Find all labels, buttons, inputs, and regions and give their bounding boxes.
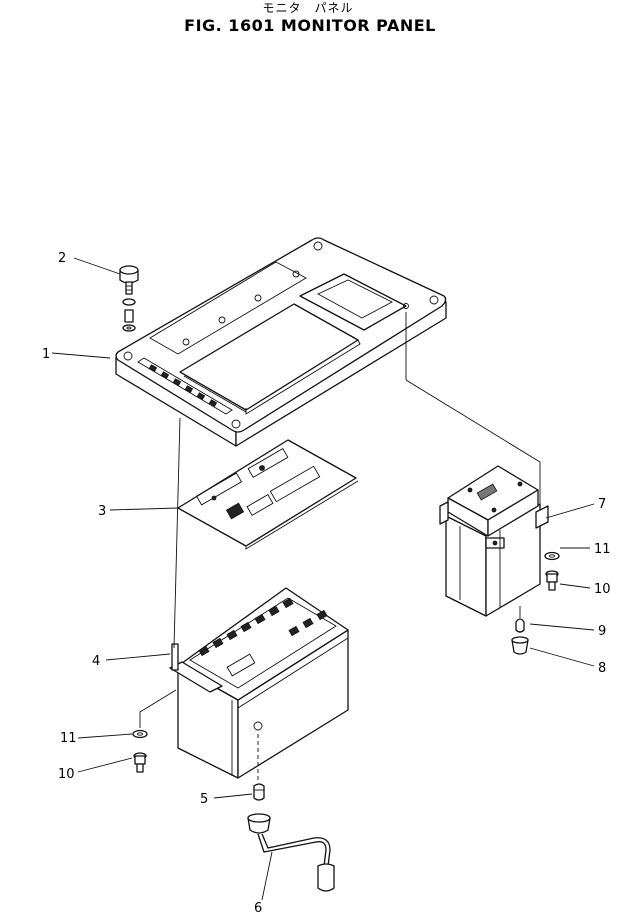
callout-2: 2 bbox=[58, 251, 66, 266]
assembly-guide-lines bbox=[139, 303, 541, 782]
part-7-controller bbox=[439, 465, 549, 617]
figure-title: FIG. 1601 MONITOR PANEL bbox=[184, 16, 436, 35]
part-1-panel-cover bbox=[115, 237, 447, 447]
part-4-monitor-box bbox=[169, 587, 349, 779]
callout-8: 8 bbox=[598, 661, 606, 676]
callout-3: 3 bbox=[98, 504, 106, 519]
part-10-bolt-right bbox=[545, 570, 559, 591]
part-3-sheet bbox=[177, 439, 359, 550]
callout-11-left: 11 bbox=[60, 731, 77, 746]
callout-9: 9 bbox=[598, 624, 606, 639]
callout-5: 5 bbox=[200, 792, 208, 807]
callout-leaders bbox=[51, 257, 595, 901]
part-8-socket bbox=[511, 636, 529, 655]
title-japanese: モニタ パネル bbox=[262, 1, 353, 15]
callout-4: 4 bbox=[92, 654, 100, 669]
callout-10-right: 10 bbox=[594, 582, 611, 597]
callout-1: 1 bbox=[42, 347, 50, 362]
part-5-plug bbox=[253, 783, 265, 801]
part-6-wiring bbox=[247, 813, 335, 892]
callout-6: 6 bbox=[254, 901, 262, 915]
part-2-knob-screw bbox=[119, 265, 139, 332]
callout-7: 7 bbox=[598, 497, 606, 512]
part-11-washer-left bbox=[132, 729, 148, 739]
part-9-bulb bbox=[515, 618, 525, 633]
part-10-bolt-left bbox=[133, 752, 147, 773]
callout-10-left: 10 bbox=[58, 767, 75, 782]
part-11-washer-right bbox=[544, 551, 560, 561]
callout-11-right: 11 bbox=[594, 542, 611, 557]
